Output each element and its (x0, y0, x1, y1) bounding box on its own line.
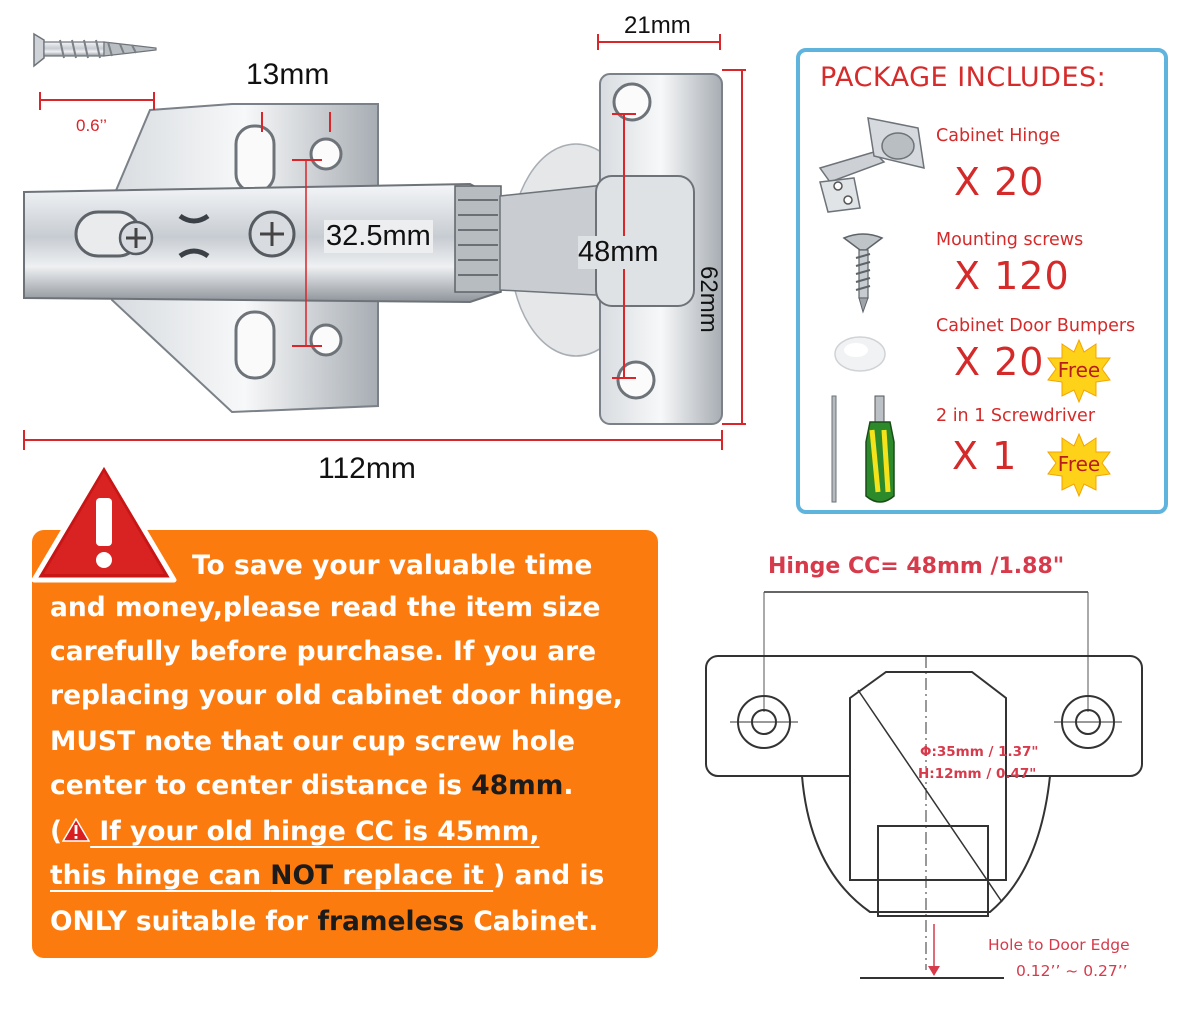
size-notice-box: To save your valuable time and money,ple… (32, 530, 658, 958)
notice-line-3: carefully before purchase. If you are (50, 636, 597, 667)
highlight-not: NOT (270, 860, 334, 891)
notice-line-9: ONLY suitable for frameless Cabinet. (50, 906, 599, 937)
dim-112mm: 112mm (318, 452, 416, 485)
dimension-lines (23, 34, 746, 450)
dim-screw-length: 0.6’’ (76, 116, 107, 135)
notice-line-4: replacing your old cabinet door hinge, (50, 680, 623, 711)
package-title: PACKAGE INCLUDES: (820, 62, 1107, 93)
item-name-screws: Mounting screws (936, 230, 1084, 250)
warning-icon (61, 817, 91, 842)
free-badge-screwdriver: Free (1046, 432, 1112, 498)
item-qty-hinge: X 20 (954, 160, 1045, 204)
dim-32-5mm: 32.5mm (324, 220, 433, 253)
item-name-hinge: Cabinet Hinge (936, 126, 1061, 146)
edge-distance-label: Hole to Door Edge (988, 936, 1130, 954)
screwdriver-thumbnail (831, 395, 895, 503)
notice-line-2: and money,please read the item size (50, 592, 601, 623)
screw-thumbnail (842, 233, 884, 314)
cup-height-label: H:12mm / 0.47" (918, 766, 1037, 782)
hinge-thumbnail (818, 117, 925, 213)
highlight-48mm: 48mm (471, 770, 564, 801)
package-includes-box: PACKAGE INCLUDES: Cabinet Hinge X 20 Mou… (796, 48, 1168, 514)
notice-line-1: To save your valuable time (192, 550, 593, 581)
item-qty-screwdriver: X 1 (952, 434, 1018, 478)
cup-diameter-label: Φ:35mm / 1.37" (920, 744, 1039, 760)
cc-title: Hinge CC= 48mm /1.88" (768, 554, 1065, 579)
notice-line-8: this hinge can NOT replace it ) and is (50, 860, 605, 891)
dim-48mm: 48mm (578, 236, 659, 269)
item-qty-screws: X 120 (954, 254, 1070, 298)
screw-image (33, 32, 157, 68)
free-badge-bumpers: Free (1046, 338, 1112, 404)
cc-technical-drawing (705, 591, 1143, 979)
highlight-frameless: frameless (317, 906, 465, 937)
warning-icon (31, 459, 177, 583)
starburst-icon (1047, 338, 1111, 404)
bumper-thumbnail (834, 336, 886, 372)
notice-line-7: ( If your old hinge CC is 45mm, (50, 816, 540, 847)
item-name-screwdriver: 2 in 1 Screwdriver (936, 406, 1096, 426)
hinge-photo (23, 32, 746, 450)
starburst-icon (1047, 432, 1111, 498)
edge-distance-value: 0.12’’ ~ 0.27’’ (1016, 962, 1128, 980)
notice-line-6: center to center distance is 48mm. (50, 770, 574, 801)
dim-21mm: 21mm (624, 12, 691, 39)
item-name-bumpers: Cabinet Door Bumpers (936, 316, 1136, 336)
notice-line-5: MUST note that our cup screw hole (50, 726, 576, 757)
item-qty-bumpers: X 20 (954, 340, 1045, 384)
dim-13mm: 13mm (246, 58, 330, 91)
dim-62mm: 62mm (695, 266, 722, 333)
